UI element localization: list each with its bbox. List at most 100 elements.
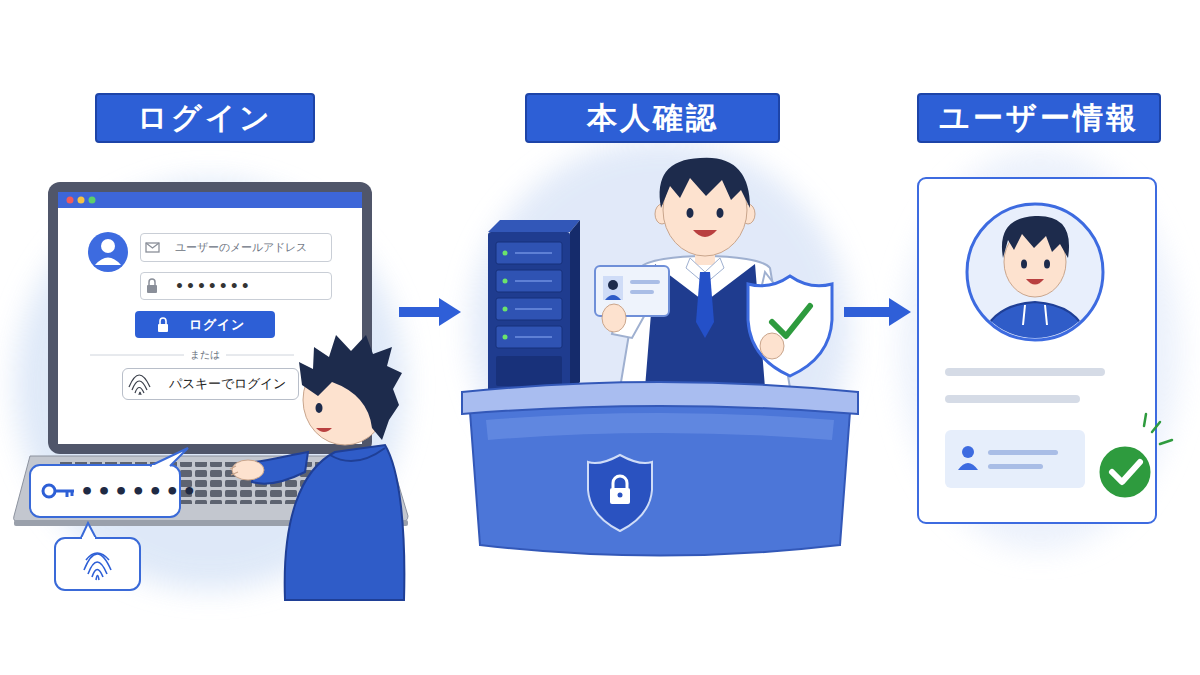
login-form-graphics: [132, 381, 147, 390]
success-check: [1144, 414, 1146, 426]
watercolor-wash: [15, 140, 1180, 590]
login-form-graphics: [129, 375, 150, 387]
login-form-graphics: [129, 375, 150, 395]
login-form-graphics: [149, 279, 155, 285]
server-rack: [570, 220, 580, 394]
shield-check: [748, 276, 832, 376]
reception-counter: [618, 493, 623, 498]
server-rack: [515, 336, 552, 338]
profile-card: [918, 178, 1156, 523]
boy-at-laptop: [299, 335, 402, 440]
success-check: [1098, 414, 1172, 499]
reception-counter: [462, 382, 858, 556]
password-bubble: [150, 448, 188, 466]
fingerprint-bubble: [55, 538, 140, 590]
server-rack: [515, 308, 552, 310]
profile-card: [980, 302, 1090, 345]
passkey-button: パスキーでログイン: [122, 368, 299, 400]
field-text: ユーザーのメールアドレス: [175, 240, 307, 255]
login-form-graphics: [146, 243, 159, 248]
server-rack: [488, 220, 580, 394]
success-check: [1152, 422, 1160, 432]
profile-card: [1021, 260, 1027, 269]
profile-card: [1026, 279, 1044, 285]
boy-at-laptop: [330, 448, 385, 461]
reception-counter: [613, 476, 627, 488]
success-check: [1098, 445, 1152, 499]
server-rack: [503, 251, 508, 256]
profile-card: [1023, 305, 1047, 325]
clerk: [687, 208, 694, 218]
success-check: [1160, 440, 1172, 444]
laptop: [67, 197, 74, 204]
server-rack: [503, 335, 508, 340]
email-field: ユーザーのメールアドレス: [140, 233, 332, 262]
login-form-graphics: [160, 318, 166, 324]
fingerprint-bubble: [96, 576, 99, 581]
server-rack: [496, 298, 562, 320]
boy-at-laptop: [316, 428, 332, 432]
id-card: [605, 295, 621, 300]
field-text: •••••••: [175, 278, 252, 294]
success-check: [1144, 414, 1172, 444]
fingerprint-bubble: [88, 562, 107, 574]
login-form-graphics: [135, 311, 275, 338]
profile-card: [980, 216, 1090, 345]
server-rack: [496, 270, 562, 292]
field-text: •••••••: [80, 479, 199, 504]
profile-card: [988, 450, 1058, 455]
profile-card: [918, 178, 1156, 523]
flow-arrow: [399, 307, 439, 317]
clerk: [660, 158, 750, 208]
laptop: [89, 197, 96, 204]
boy-at-laptop: [316, 403, 323, 413]
server-rack: [515, 280, 552, 282]
step-heading: ユーザー情報: [917, 93, 1161, 143]
step-panel: ログインユーザーのメールアドレス•••••••ログインパスキーでログイン••••…: [15, 85, 395, 590]
profile-card: [1044, 260, 1050, 269]
login-form-graphics: [101, 239, 115, 253]
laptop: [58, 192, 362, 208]
fingerprint-bubble: [84, 554, 111, 570]
step-heading: ログイン: [95, 93, 315, 143]
id-card: [603, 276, 623, 300]
login-form-graphics: [88, 232, 128, 272]
fingerprint-bubble: [55, 523, 140, 590]
reception-counter: [462, 382, 858, 414]
password-bubble: [66, 491, 69, 497]
field-text: パスキーでログイン: [169, 375, 286, 393]
boy-at-laptop: [232, 460, 264, 480]
profile-card: [945, 368, 1105, 376]
password-bubble: [43, 485, 55, 497]
shield-check: [748, 276, 832, 376]
server-rack: [496, 242, 562, 264]
fingerprint-bubble: [86, 553, 109, 560]
server-rack: [515, 253, 552, 337]
id-card: [595, 266, 669, 332]
clerk: [693, 230, 717, 237]
profile-card: [945, 395, 1080, 403]
password-bubble: [71, 491, 74, 496]
profile-card: [958, 463, 978, 470]
reception-counter: [588, 455, 652, 531]
clerk: [696, 272, 714, 338]
step-heading: 本人確認: [525, 93, 780, 143]
clerk: [717, 208, 724, 218]
id-card: [608, 280, 618, 290]
server-rack: [488, 220, 580, 232]
reception-counter: [470, 404, 850, 556]
success-check: [1112, 462, 1140, 482]
profile-card: [962, 446, 974, 458]
laptop: [58, 192, 362, 444]
fingerprint-bubble: [84, 553, 111, 580]
password-field: •••••••: [140, 272, 332, 300]
profile-card: [988, 464, 1043, 469]
login-form-graphics: [147, 285, 157, 293]
id-card: [630, 290, 654, 294]
flow-arrow: [844, 307, 889, 317]
boy-at-laptop: [230, 466, 238, 475]
login-button: ログイン: [135, 311, 275, 338]
id-card: [602, 304, 626, 332]
login-form-graphics: [139, 392, 141, 395]
